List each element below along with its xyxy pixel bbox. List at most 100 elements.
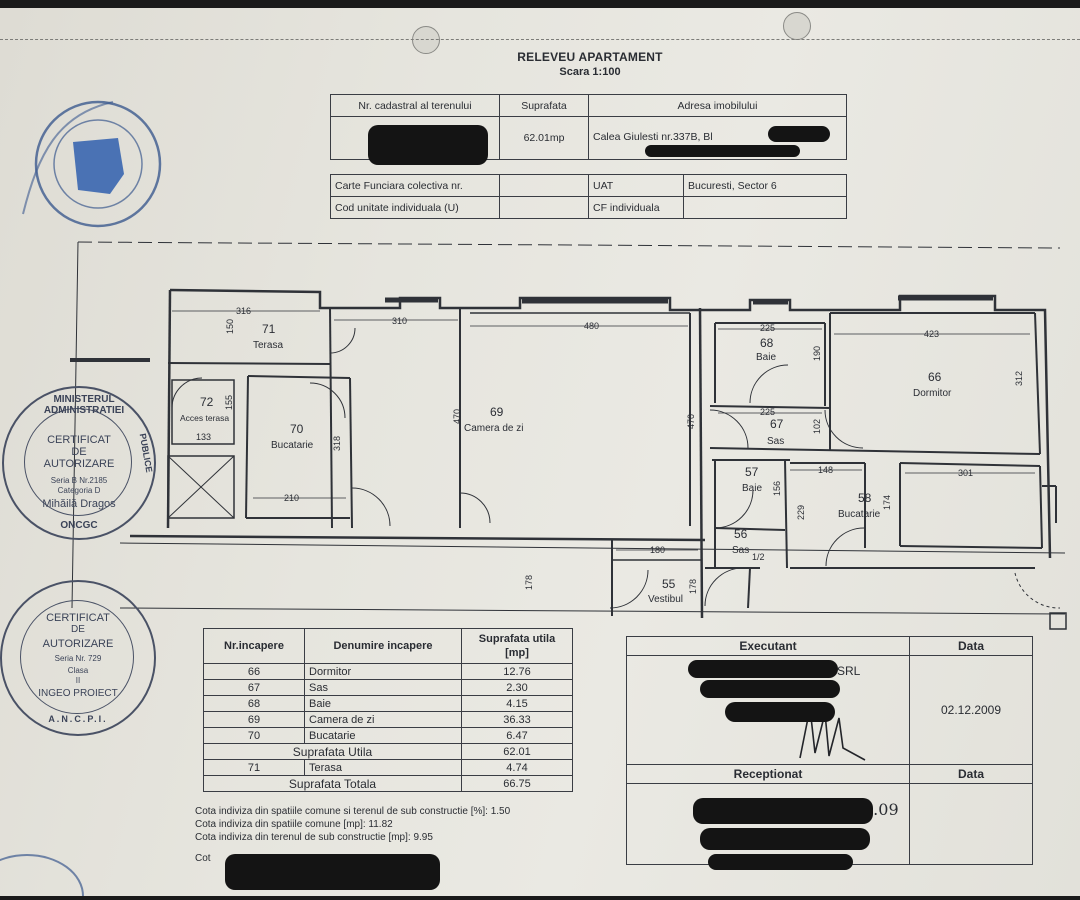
room-70-number: 70	[290, 422, 304, 436]
stamp-left-series: Seria B Nr.2185	[50, 476, 108, 485]
executant-header: Executant	[626, 636, 910, 656]
stamp-left-ring-top: MINISTERUL ADMINISTRATIEI	[43, 394, 125, 416]
room-55-number: 55	[662, 577, 676, 591]
terrace-name: Terasa	[304, 759, 462, 776]
redaction-bottom-left	[225, 854, 440, 890]
header-surface-line1: Suprafata utila	[478, 633, 556, 645]
authorization-stamp-bottom-inner-ring	[20, 600, 134, 714]
dim-316: 316	[236, 306, 251, 316]
util-value: 62.01	[461, 743, 573, 760]
carte-funciara-table: Carte Funciara colectiva nr. UAT Bucures…	[330, 174, 847, 219]
dim-178-right: 178	[688, 579, 698, 594]
surface-value: 62.01mp	[499, 116, 589, 160]
row-area: 4.15	[461, 695, 573, 712]
room-70-name: Bucatarie	[271, 440, 314, 451]
authorization-stamp-left-inner-ring	[24, 408, 132, 516]
dim-174: 174	[882, 495, 892, 510]
total-row: Suprafata Totala 66.75	[203, 775, 573, 792]
rooms-table: Nr.incapere Denumire incapere Suprafata …	[203, 628, 573, 792]
row-nr: 67	[203, 679, 305, 696]
carte-funciara-label: Carte Funciara colectiva nr.	[330, 174, 500, 197]
dim-178-left: 178	[524, 575, 534, 590]
stamp-left-certificat: CERTIFICAT	[47, 434, 111, 446]
uat-value: Bucuresti, Sector 6	[683, 174, 847, 197]
room-68-name: Baie	[756, 352, 776, 363]
punch-hole-left	[412, 26, 440, 54]
room-71-name: Terasa	[253, 340, 283, 351]
room-71-number: 71	[262, 322, 276, 336]
dim-470-right: 470	[686, 414, 696, 429]
header-name: Denumire incapere	[304, 628, 462, 664]
redaction-address-2	[645, 145, 800, 157]
executant-date: 02.12.2009	[909, 655, 1033, 765]
room-69-name: Camera de zi	[464, 423, 523, 434]
dim-210: 210	[284, 493, 299, 503]
cota-line-1: Cota indiviza din spatiile comune si ter…	[195, 806, 511, 817]
row-area: 36.33	[461, 711, 573, 728]
dim-155: 155	[224, 395, 234, 410]
room-58-number: 58	[858, 491, 872, 505]
dim-423: 423	[924, 329, 939, 339]
row-nr: 69	[203, 711, 305, 728]
stamp-bottom-de: DE	[71, 624, 85, 635]
cota-line-2: Cota indiviza din spatiile comune [mp]: …	[195, 819, 393, 830]
terrace-row: 71 Terasa 4.74	[203, 759, 573, 776]
room-66-name: Dormitor	[913, 388, 952, 399]
room-55-name: Vestibul	[648, 594, 683, 605]
cf-individuala-label: CF individuala	[588, 196, 684, 219]
room-72-number: 72	[200, 395, 214, 409]
stamp-left-ring-bottom: ONCGC	[60, 520, 98, 531]
redaction-executant-2	[700, 680, 840, 698]
stamp-left-category: Categoria D	[57, 486, 101, 495]
terrace-nr: 71	[203, 759, 305, 776]
row-name: Camera de zi	[304, 711, 462, 728]
room-66-number: 66	[928, 370, 942, 384]
dim-148: 148	[818, 465, 833, 475]
redaction-receptionat-2	[700, 828, 870, 850]
stamp-bottom-series: Seria Nr. 729	[54, 654, 102, 663]
room-68-number: 68	[760, 336, 774, 350]
stamp-left-de: DE	[71, 446, 87, 458]
dim-half: 1/2	[752, 552, 765, 562]
data2-value	[909, 783, 1033, 865]
redaction-executant-3	[725, 702, 835, 722]
room-56-number: 56	[734, 527, 748, 541]
dim-318: 318	[332, 436, 342, 451]
row-name: Dormitor	[304, 663, 462, 680]
stamp-bottom-class: Clasa	[67, 666, 89, 675]
total-value: 66.75	[461, 775, 573, 792]
redaction-address-1	[768, 126, 830, 142]
data-header: Data	[909, 636, 1033, 656]
address-header: Adresa imobilului	[588, 94, 847, 117]
row-nr: 68	[203, 695, 305, 712]
row-area: 12.76	[461, 663, 573, 680]
cf-individuala-value	[683, 196, 847, 219]
row-nr: 70	[203, 727, 305, 744]
total-label: Suprafata Totala	[203, 775, 462, 792]
dim-301: 301	[958, 468, 973, 478]
table-row: 69 Camera de zi 36.33	[203, 711, 573, 728]
dim-470-left: 470	[452, 409, 462, 424]
top-rule	[0, 39, 1080, 40]
stamp-bottom-certificat: CERTIFICAT	[46, 612, 110, 624]
dim-156: 156	[772, 481, 782, 496]
dim-133: 133	[196, 432, 211, 442]
data2-header: Data	[909, 764, 1033, 784]
floor-plan: 71 Terasa 72 Acces terasa 70 Bucatarie 6…	[70, 241, 1067, 630]
room-72-name: Acces terasa	[180, 413, 229, 423]
table-row: 66 Dormitor 12.76	[203, 663, 573, 680]
stamp-bottom-ring: A.N.C.P.I.	[48, 714, 108, 724]
dimension-labels: 316 150 310 480 225 190 423 312 225 102 …	[196, 306, 1024, 594]
punch-hole-right	[783, 12, 811, 40]
redaction-cadastral	[368, 125, 488, 165]
authorization-stamp-bottom: CERTIFICAT DE AUTORIZARE Seria Nr. 729 C…	[0, 580, 156, 736]
room-58-name: Bucatarie	[838, 509, 881, 520]
stamp-bottom-autorizare: AUTORIZARE	[42, 638, 114, 650]
row-name: Sas	[304, 679, 462, 696]
cota-line-4: Cot	[195, 853, 211, 864]
dim-180: 180	[650, 545, 665, 555]
stamp-bottom-roman: II	[75, 676, 81, 685]
redaction-receptionat-3	[708, 854, 853, 870]
row-area: 2.30	[461, 679, 573, 696]
receptionat-header: Receptionat	[626, 764, 910, 784]
